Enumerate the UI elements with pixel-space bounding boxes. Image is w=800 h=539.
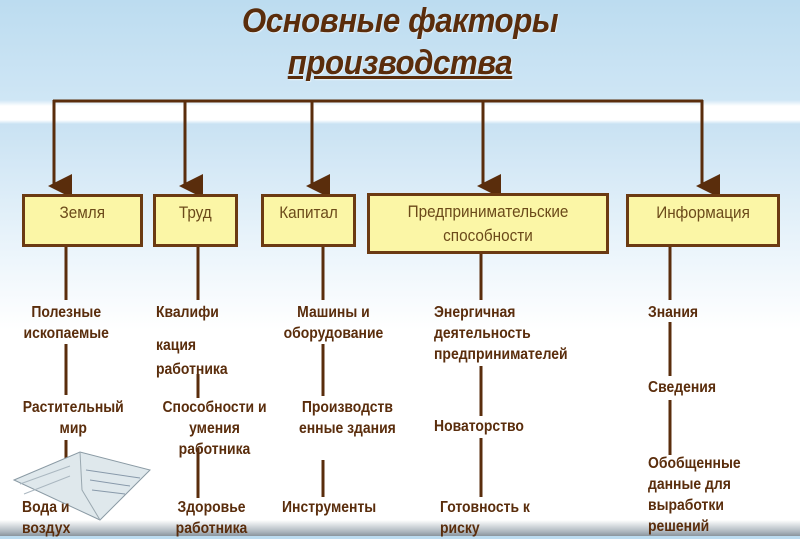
list-item: Готовность к риску xyxy=(440,499,530,537)
list-item: Машины и оборудование xyxy=(283,304,384,342)
title-line-1: Основные факторы xyxy=(241,2,559,40)
factor-box-capital: Капитал xyxy=(261,194,356,247)
factor-label: Предпринимательские способности xyxy=(407,202,569,245)
factor-box-information: Информация xyxy=(626,194,780,247)
list-item: Полезные ископаемые xyxy=(23,304,109,342)
list-item: Инструменты xyxy=(282,499,377,516)
list-item: Обобщенные данные для выработки решений xyxy=(648,455,741,535)
list-item: Энергичная деятельность предпринимателей xyxy=(434,304,568,363)
list-item: кация работника xyxy=(156,337,228,378)
list-item: Растительный мир xyxy=(22,399,124,437)
factor-label: Капитал xyxy=(279,203,338,222)
factor-label: Информация xyxy=(656,203,750,222)
list-item: Сведения xyxy=(648,379,716,396)
factor-label: Земля xyxy=(59,203,106,222)
list-item: Способности и умения работника xyxy=(162,399,267,458)
list-item: Здоровье работника xyxy=(175,499,248,537)
factor-label: Труд xyxy=(179,203,212,222)
list-item: Квалифи xyxy=(156,304,219,321)
title-line-2: производства xyxy=(287,44,513,82)
factor-box-entrepreneurship: Предпринимательские способности xyxy=(367,193,609,254)
factor-box-labor: Труд xyxy=(153,194,238,247)
book-illustration xyxy=(12,451,151,521)
factor-box-land: Земля xyxy=(22,194,143,247)
list-item: Вода и воздух xyxy=(22,499,71,537)
list-item: Знания xyxy=(648,304,699,321)
list-item: Производств енные здания xyxy=(298,399,396,437)
list-item: Новаторство xyxy=(434,418,524,435)
